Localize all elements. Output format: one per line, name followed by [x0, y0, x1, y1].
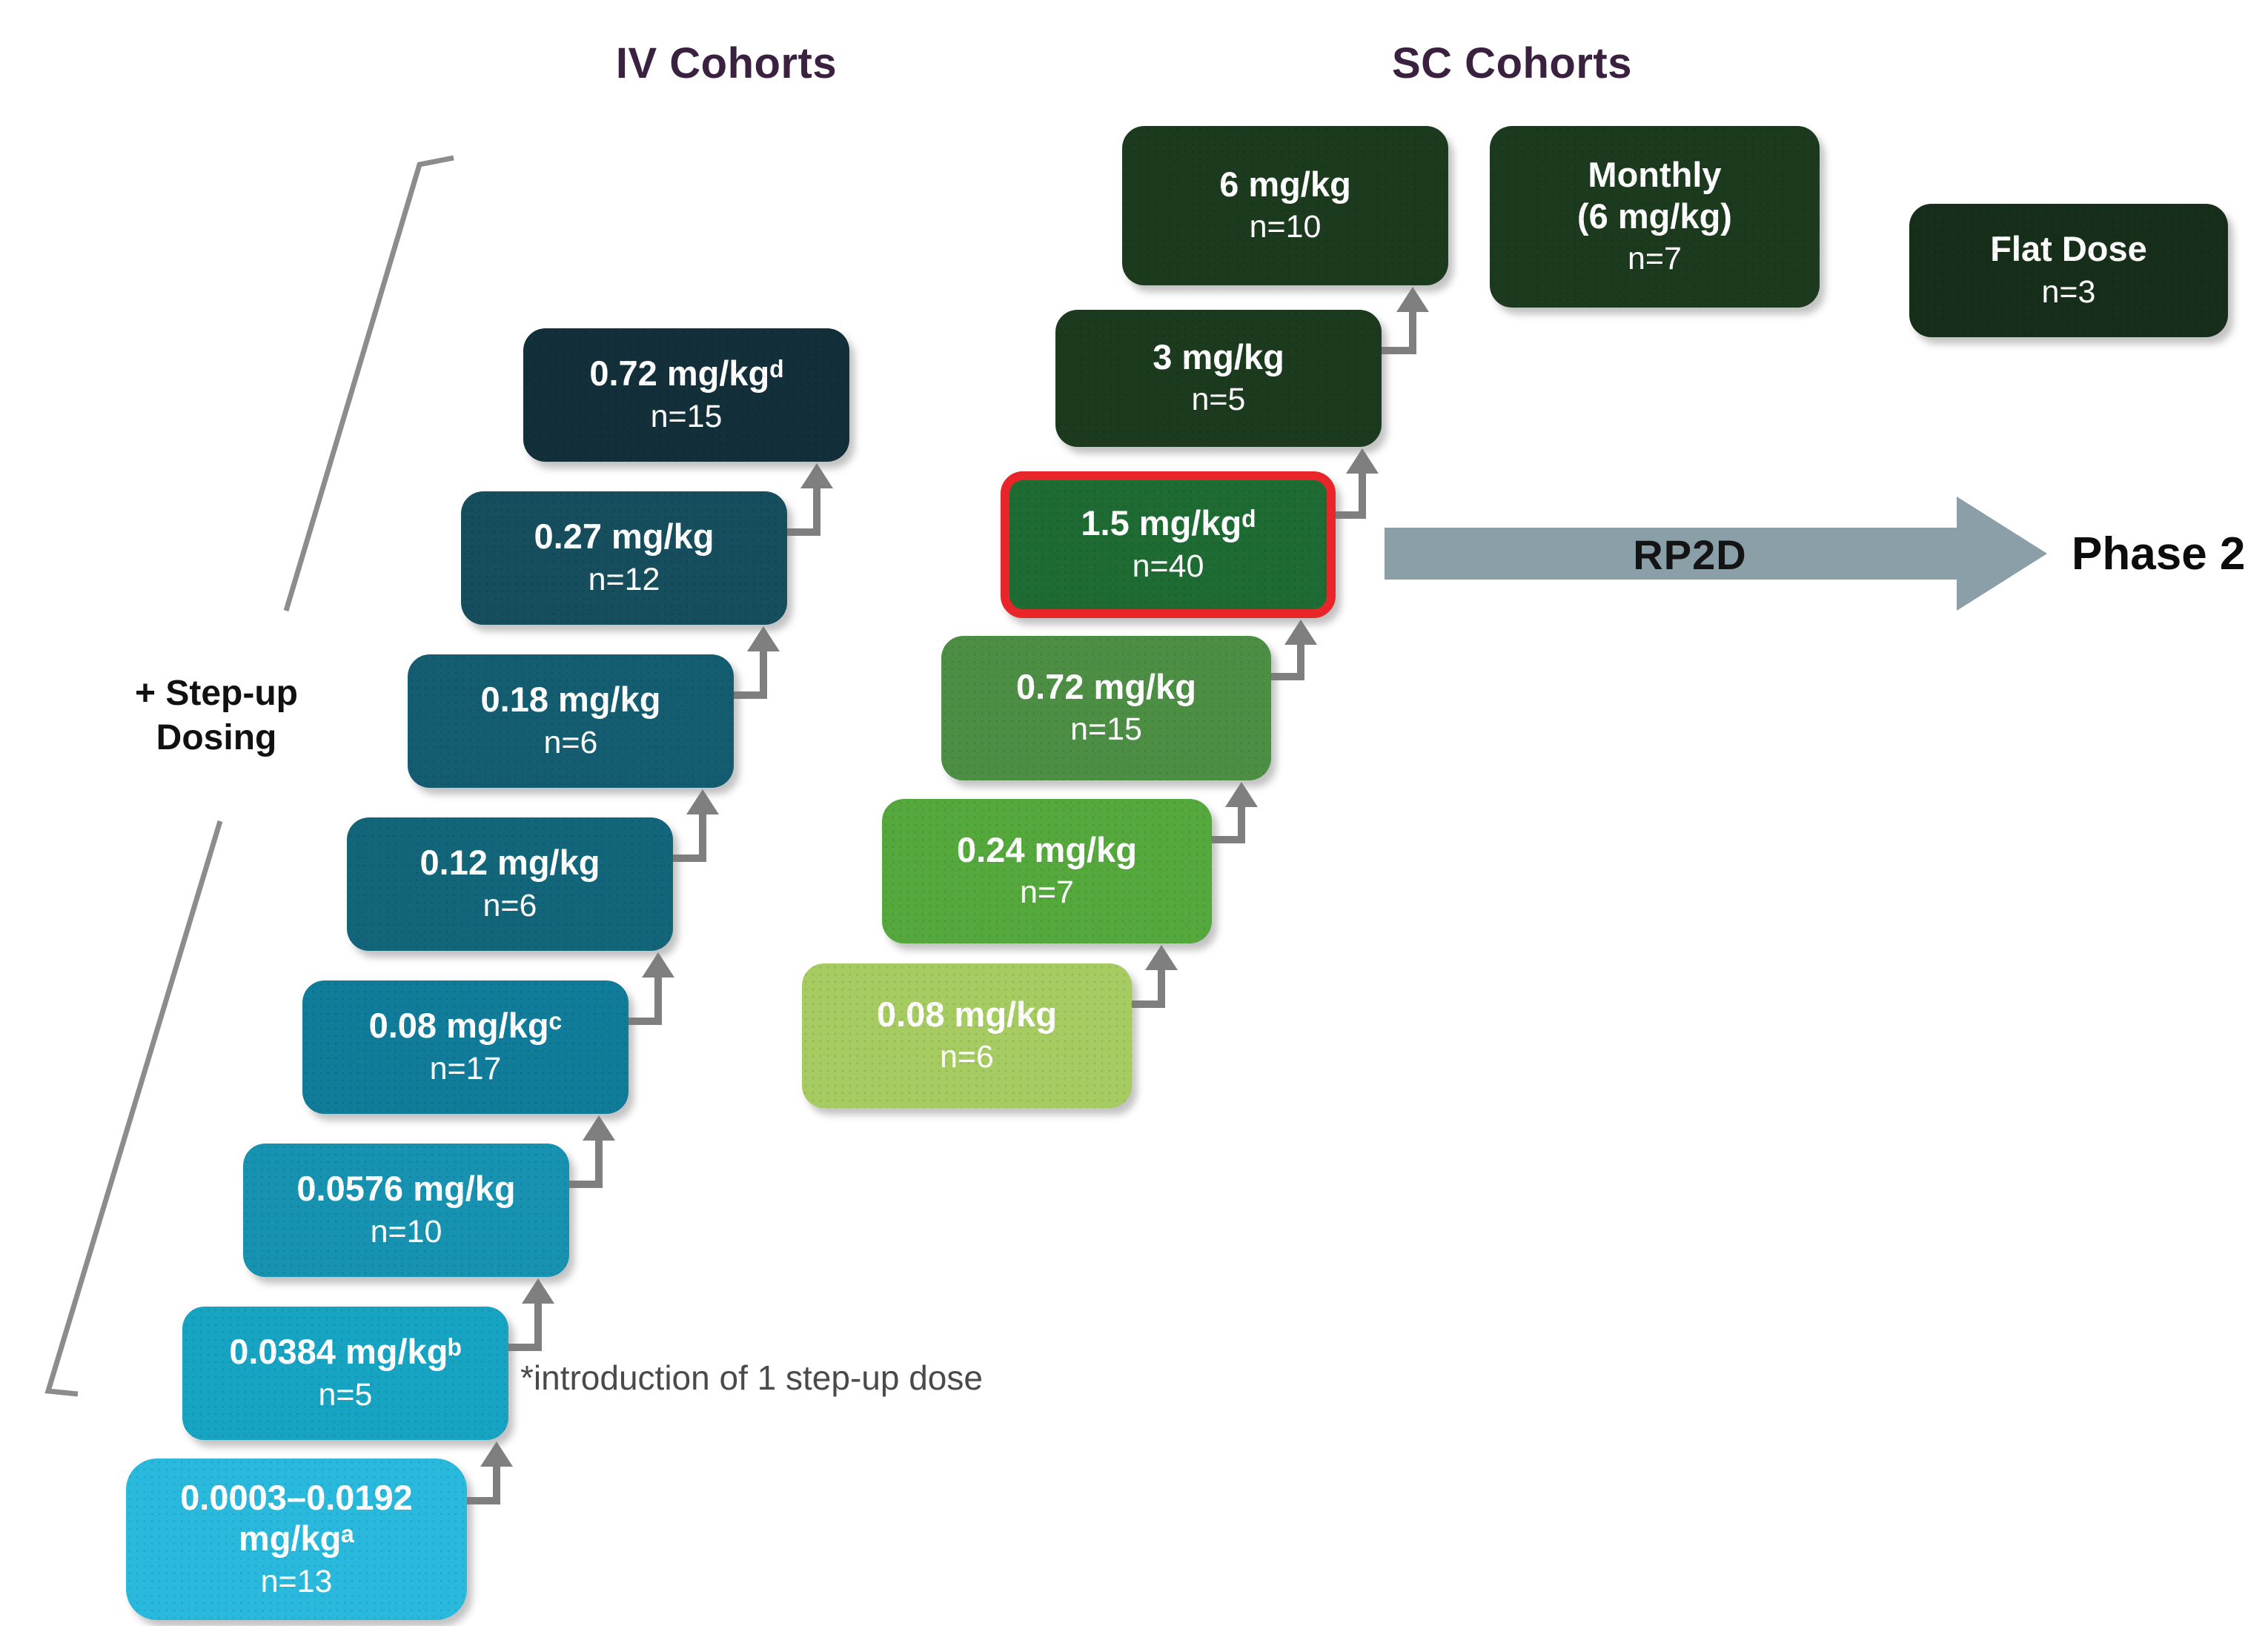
diagonal-line-upper	[283, 155, 454, 612]
iv-box-0-18mgkg: 0.18 mg/kg n=6	[408, 654, 734, 788]
step-arrow	[629, 976, 662, 1025]
rp2d-arrow	[1385, 497, 2047, 611]
step-arrow	[1271, 643, 1304, 680]
step-arrow	[467, 1465, 500, 1504]
dose-label-2: mg/kgᵃ	[238, 1519, 355, 1559]
dose-label: 0.0384 mg/kgᵇ	[229, 1332, 462, 1372]
step-arrow	[569, 1139, 603, 1188]
footnote: *introduction of 1 step-up dose	[520, 1358, 983, 1397]
step-arrow	[1336, 472, 1366, 519]
step-arrow	[734, 650, 767, 699]
n-label: n=13	[260, 1563, 333, 1599]
step-arrowheads	[480, 287, 1429, 1467]
sc-cohorts-title: SC Cohorts	[1392, 39, 1632, 87]
dose-label: 0.0003–0.0192	[180, 1477, 413, 1517]
arrowhead-icon	[583, 1115, 615, 1141]
dose-label: 0.72 mg/kg	[1016, 666, 1196, 706]
arrowhead-icon	[686, 789, 719, 814]
n-label: n=6	[483, 887, 537, 923]
dose-label: Flat Dose	[1990, 229, 2147, 269]
arrowhead-icon	[1225, 782, 1258, 807]
arrowhead-icon	[480, 1441, 513, 1467]
dose-label: 0.18 mg/kg	[480, 680, 661, 720]
step-arrow	[1132, 969, 1165, 1008]
iv-box-0-08mgkg: 0.08 mg/kgᶜ n=17	[302, 980, 629, 1114]
n-label: n=5	[318, 1376, 373, 1413]
dose-label: 0.08 mg/kg	[877, 994, 1057, 1034]
dose-label: 0.12 mg/kg	[420, 843, 600, 883]
step-arrow	[787, 487, 820, 536]
n-label: n=6	[543, 724, 598, 760]
dose-label: 0.72 mg/kgᵈ	[589, 354, 783, 394]
iv-box-0-0576mgkg: 0.0576 mg/kg n=10	[243, 1144, 569, 1277]
diagonal-line-lower	[44, 820, 223, 1397]
dose-label: 0.08 mg/kgᶜ	[368, 1006, 563, 1046]
dose-label: 0.27 mg/kg	[534, 517, 714, 557]
step-up-line1: + Step-up	[134, 674, 298, 713]
n-label: n=5	[1191, 382, 1246, 418]
arrowhead-icon	[747, 626, 780, 651]
sc-box-flat-dose: Flat Dose n=3	[1909, 204, 2228, 337]
n-label: n=3	[2041, 273, 2096, 310]
arrowhead-icon	[642, 952, 674, 978]
sc-box-0-24mgkg: 0.24 mg/kg n=7	[882, 799, 1212, 943]
diagonal-guide-lines	[44, 155, 454, 1397]
n-label: n=7	[1020, 875, 1074, 911]
phase-2-label: Phase 2	[2072, 528, 2246, 580]
n-label: n=6	[940, 1039, 994, 1075]
n-label: n=40	[1132, 548, 1204, 584]
dose-label: 0.24 mg/kg	[957, 829, 1137, 869]
n-label: n=10	[1249, 209, 1322, 245]
step-arrow	[1382, 311, 1416, 354]
dose-label: 6 mg/kg	[1219, 164, 1351, 204]
sc-box-0-72mgkg: 0.72 mg/kg n=15	[941, 636, 1271, 780]
iv-cohorts-title: IV Cohorts	[615, 39, 838, 87]
step-up-line2: Dosing	[156, 718, 277, 757]
step-arrows	[467, 311, 1416, 1504]
n-label: n=12	[588, 561, 660, 597]
sc-box-6mgkg: 6 mg/kg n=10	[1122, 126, 1448, 285]
n-label: n=10	[370, 1213, 442, 1250]
arrowhead-icon	[522, 1278, 554, 1304]
dose-label: Monthly	[1588, 155, 1722, 195]
iv-box-0-72mgkg: 0.72 mg/kgᵈ n=15	[523, 328, 849, 462]
iv-box-0-12mgkg: 0.12 mg/kg n=6	[347, 817, 673, 951]
dose-label: 1.5 mg/kgᵈ	[1081, 503, 1256, 543]
arrowhead-icon	[1145, 945, 1178, 970]
step-up-dosing-label: + Step-up Dosing	[83, 671, 350, 760]
iv-box-0-0003-0-0192mgkg: 0.0003–0.0192 mg/kgᵃ n=13	[126, 1459, 467, 1620]
step-arrow	[508, 1302, 542, 1351]
dose-label-2: (6 mg/kg)	[1577, 196, 1732, 236]
dose-label: 0.0576 mg/kg	[296, 1169, 516, 1209]
step-arrow	[673, 813, 706, 862]
dose-label: 3 mg/kg	[1153, 336, 1284, 376]
rp2d-label: RP2D	[1633, 531, 1747, 578]
sc-box-3mgkg: 3 mg/kg n=5	[1055, 310, 1382, 447]
arrowhead-icon	[1396, 287, 1429, 312]
arrowhead-icon	[1346, 448, 1379, 474]
n-label: n=7	[1628, 241, 1682, 277]
sc-box-monthly-6mgkg: Monthly (6 mg/kg) n=7	[1490, 126, 1820, 308]
n-label: n=15	[1070, 711, 1142, 748]
n-label: n=17	[429, 1050, 502, 1086]
n-label: n=15	[650, 398, 723, 434]
iv-box-0-0384mgkg: 0.0384 mg/kgᵇ n=5	[182, 1307, 508, 1440]
iv-box-0-27mgkg: 0.27 mg/kg n=12	[461, 491, 787, 625]
step-arrow	[1212, 806, 1245, 843]
sc-box-1-5mgkg-rp2d: 1.5 mg/kgᵈ n=40	[1001, 471, 1336, 618]
arrowhead-icon	[800, 463, 833, 488]
arrowhead-icon	[1284, 620, 1317, 645]
sc-box-0-08mgkg: 0.08 mg/kg n=6	[802, 963, 1132, 1108]
